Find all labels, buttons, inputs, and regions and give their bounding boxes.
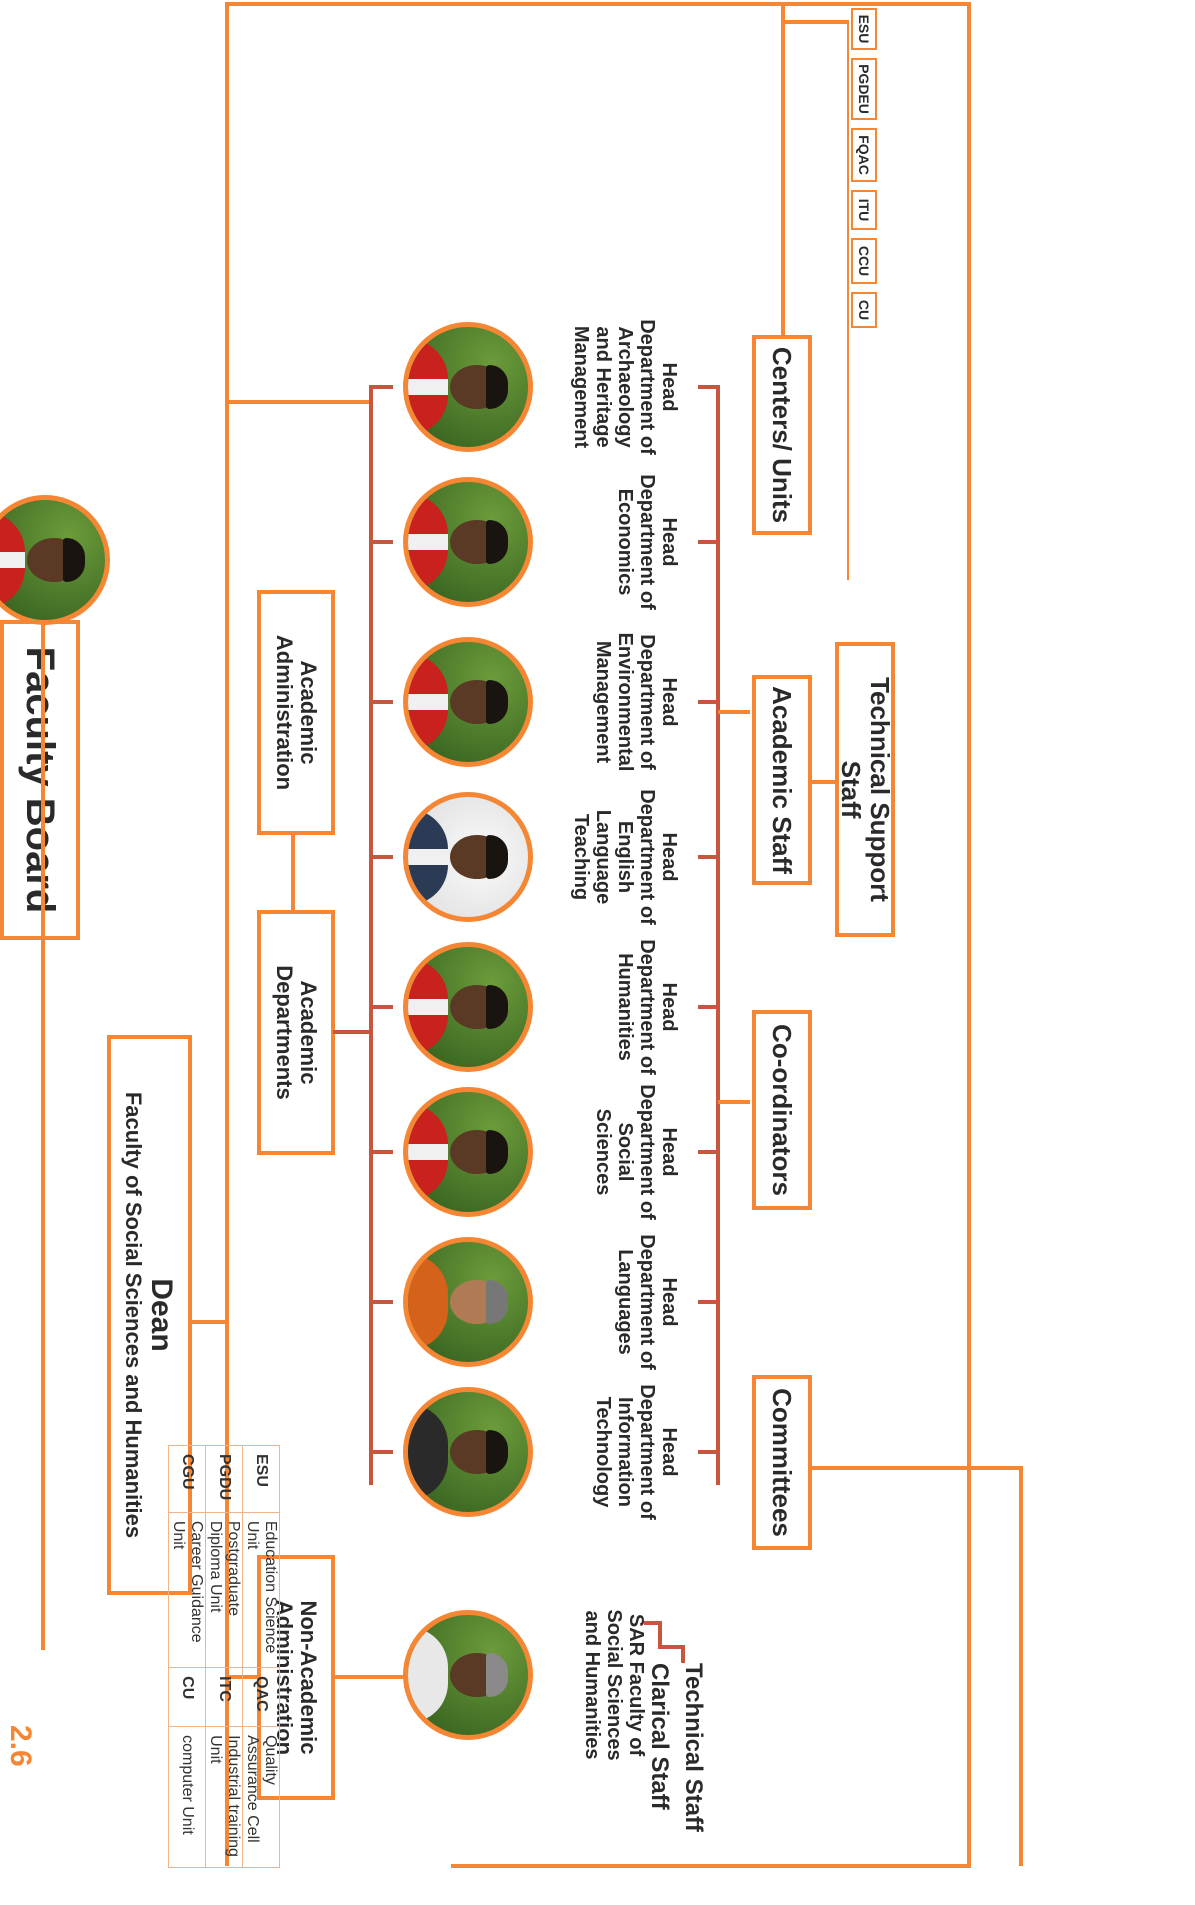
connector <box>847 20 849 580</box>
academic-staff-label: Academic Staff <box>767 686 798 874</box>
department-tick <box>698 1300 718 1304</box>
academic-admin-label: Academic Administration <box>272 634 322 791</box>
coordinators-box: Co-ordinators <box>752 1010 812 1210</box>
coordinators-label: Co-ordinators <box>767 1024 798 1196</box>
technical-support-staff-label: Technical Support Staff <box>836 677 895 902</box>
connector <box>718 710 750 714</box>
department-tick <box>371 1005 393 1009</box>
unit-badge: CU <box>851 292 877 328</box>
connector <box>781 2 785 337</box>
legend-abbr: ITC <box>205 1667 243 1727</box>
department-tick <box>698 1150 718 1154</box>
committees-box: Committees <box>752 1375 812 1550</box>
department-head-photo <box>403 322 533 452</box>
connector <box>225 400 369 404</box>
academic-departments-box: Academic Departments <box>257 910 335 1155</box>
legend-name: Quality Assurance Cell <box>242 1726 280 1868</box>
centers-units-box: Centers/ Units <box>752 335 812 535</box>
department-caption: Head Department of Economics <box>614 474 680 610</box>
legend-abbr: ESU <box>242 1445 280 1513</box>
legend-name: computer Unit <box>168 1726 206 1868</box>
department-tick <box>371 855 393 859</box>
department-tick <box>698 1005 718 1009</box>
department-caption: Head Department of Information Technolog… <box>592 1384 680 1520</box>
department-head-photo <box>403 1087 533 1217</box>
staff-bracket <box>681 1645 685 1663</box>
department-tick <box>698 1450 718 1454</box>
connector <box>225 2 971 6</box>
legend-row: CGU Career Guidance Unit CU computer Uni… <box>168 1445 206 1868</box>
connector <box>451 1864 971 1868</box>
committees-label: Committees <box>767 1388 798 1537</box>
department-caption: Head Department of Social Sciences <box>592 1084 680 1220</box>
centers-units-label: Centers/ Units <box>767 346 798 524</box>
department-caption: Head Department of Humanities <box>614 939 680 1075</box>
legend-name: Education Science Unit <box>242 1512 280 1668</box>
department-caption: Head Department of Environmental Managem… <box>592 632 680 772</box>
connector <box>291 833 295 913</box>
department-head-photo <box>403 792 533 922</box>
department-caption: Head Department of English Language Teac… <box>570 789 680 925</box>
technical-support-staff-box: Technical Support Staff <box>835 642 895 937</box>
staff-bracket <box>716 385 720 1485</box>
department-tick <box>698 385 718 389</box>
department-head-photo <box>403 1387 533 1517</box>
department-tick <box>371 700 393 704</box>
unit-badge: ITU <box>851 190 877 230</box>
legend-abbr: CU <box>168 1667 206 1727</box>
academic-departments-label: Academic Departments <box>272 965 322 1100</box>
faculty-board-box: Faculty Board <box>0 620 80 940</box>
departments-bracket <box>333 1030 373 1034</box>
sar-caption: SAR Faculty of Social Sciences and Human… <box>581 1609 647 1761</box>
department-tick <box>371 1450 393 1454</box>
academic-admin-box: Academic Administration <box>257 590 335 835</box>
legend-row: PGDU Postgraduate Diploma Unit ITC Indus… <box>205 1445 243 1868</box>
dean-subtitle: Faculty of Social Sciences and Humanitie… <box>121 1091 147 1539</box>
sar-photo <box>403 1610 533 1740</box>
legend-abbr: QAC <box>242 1667 280 1727</box>
legend-table: ESU Education Science Unit QAC Quality A… <box>168 1445 280 1868</box>
dean-photo <box>0 495 110 625</box>
department-tick <box>698 700 718 704</box>
department-caption: Head Department of Languages <box>614 1234 680 1370</box>
connector <box>783 20 849 24</box>
technical-staff-label: Technical Staff <box>680 1663 707 1832</box>
department-tick <box>371 540 393 544</box>
department-caption: Head Department of Archaeology and Herit… <box>570 319 680 455</box>
page-heading: 2.6 Organogram <box>0 1725 37 1905</box>
department-tick <box>371 385 393 389</box>
legend-abbr: PGDU <box>205 1445 243 1513</box>
legend-abbr: CGU <box>168 1445 206 1513</box>
connector <box>718 1100 750 1104</box>
departments-bracket <box>369 385 373 1485</box>
connector <box>1019 1466 1023 1866</box>
department-head-photo <box>403 942 533 1072</box>
unit-badge: CCU <box>851 238 877 284</box>
department-head-photo <box>403 1237 533 1367</box>
legend-row: ESU Education Science Unit QAC Quality A… <box>242 1445 280 1868</box>
legend-name: Industrial training Unit <box>205 1726 243 1868</box>
legend-name: Postgraduate Diploma Unit <box>205 1512 243 1668</box>
unit-badge: ESU <box>851 8 877 50</box>
connector <box>41 610 45 1650</box>
connector <box>189 1320 225 1324</box>
department-head-photo <box>403 477 533 607</box>
connector <box>811 1466 1023 1470</box>
unit-badge: FQAC <box>851 128 877 182</box>
department-head-photo <box>403 637 533 767</box>
department-tick <box>371 1300 393 1304</box>
legend-name: Career Guidance Unit <box>168 1512 206 1668</box>
department-tick <box>698 540 718 544</box>
department-tick <box>371 1150 393 1154</box>
academic-staff-box: Academic Staff <box>752 675 812 885</box>
connector <box>967 2 971 1866</box>
department-tick <box>698 855 718 859</box>
faculty-board-label: Faculty Board <box>18 646 62 914</box>
unit-badge: PGDEU <box>851 58 877 120</box>
dean-title: Dean <box>145 1278 179 1352</box>
clerical-staff-label: Clarical Staff <box>646 1663 673 1810</box>
